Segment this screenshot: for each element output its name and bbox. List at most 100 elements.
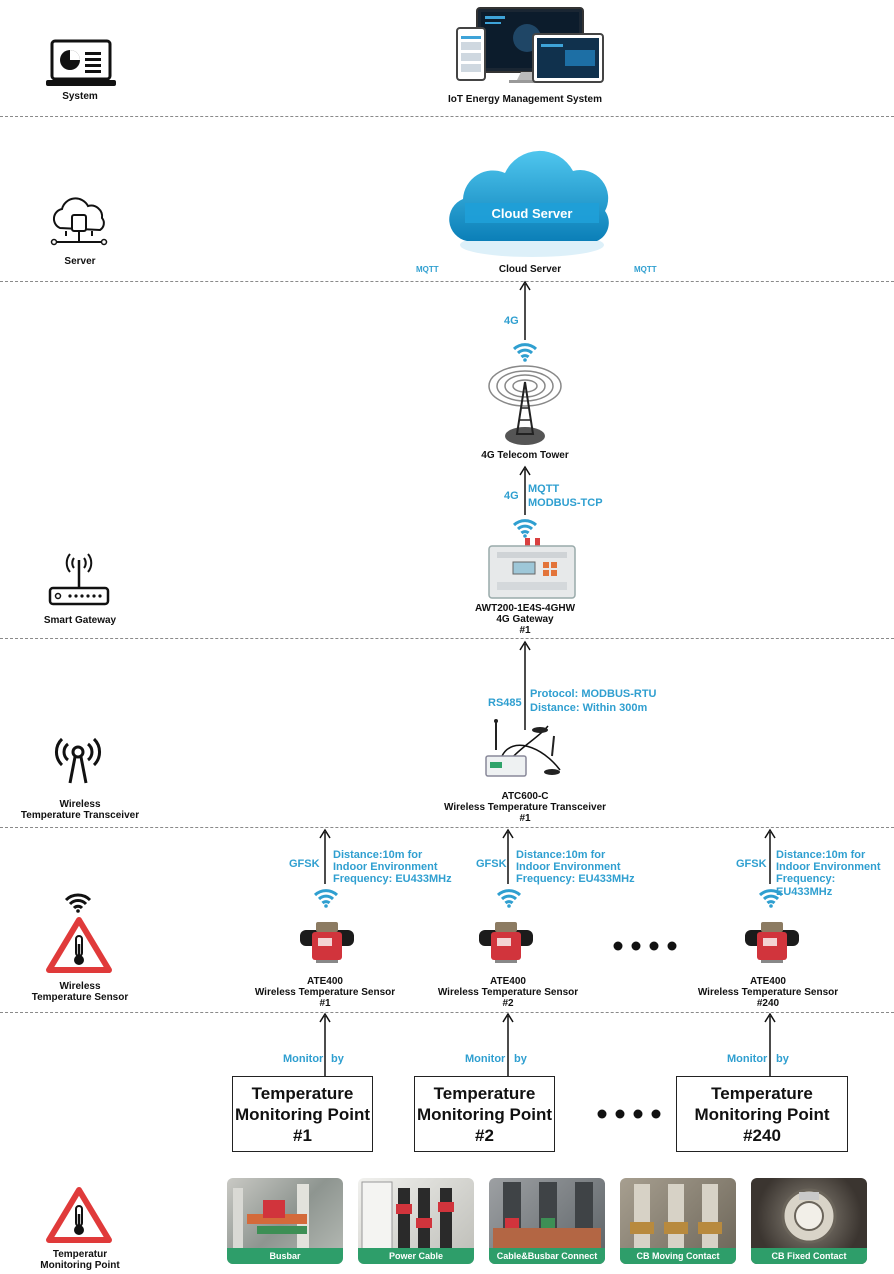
monitoring-point-line-3: #240	[743, 1125, 781, 1145]
link-arrow	[502, 828, 514, 884]
monitoring-point-line-2: Monitoring Point	[234, 1104, 371, 1124]
wifi-signal-icon	[496, 889, 522, 908]
divider-gateway	[0, 638, 894, 639]
sensor-3-caption-3: #240	[756, 998, 780, 1009]
layer-label-server: Server	[64, 256, 96, 267]
divider-server	[0, 281, 894, 282]
sensor-1-info-2: Indoor Environment	[333, 861, 438, 873]
transceiver-link-label: RS485	[488, 697, 522, 709]
dashboard-devices-image	[456, 7, 604, 83]
wifi-signal-icon	[512, 343, 538, 362]
divider-system	[0, 116, 894, 117]
temperature-sensor-image	[745, 922, 799, 963]
transceiver-caption-2: Wireless Temperature Transceiver	[443, 802, 607, 813]
computer-icon	[46, 39, 116, 86]
sensor-2-link-label: GFSK	[476, 858, 507, 870]
mqtt-right-label: MQTT	[634, 265, 657, 274]
photo-caption: Power Cable	[358, 1248, 474, 1264]
link-arrow	[319, 1012, 331, 1076]
monitoring-point-line-1: Temperature	[433, 1083, 536, 1103]
ellipsis-dots	[612, 940, 682, 952]
sensor-1-caption-2: Wireless Temperature Sensor	[254, 987, 396, 998]
gateway-link-label: 4G	[504, 490, 519, 502]
sensor-3-info-2: Indoor Environment	[776, 861, 881, 873]
layer-label-transceiver-1: Wireless	[59, 799, 101, 810]
sensor-3-caption-1: ATE400	[750, 976, 786, 987]
photo-cb-fixed-contact: CB Fixed Contact	[751, 1178, 867, 1264]
wifi-icon	[64, 893, 92, 913]
gateway-device-image	[488, 538, 576, 599]
transceiver-antenna-icon	[55, 737, 101, 784]
link-arrow	[319, 828, 331, 884]
sensor-3-info-3: Frequency: EU433MHz	[776, 873, 836, 898]
layer-label-transceiver-2: Temperature Transceiver	[20, 810, 140, 821]
monitor-label-3a: Monitor	[727, 1053, 768, 1065]
link-arrow	[764, 828, 776, 884]
gateway-caption-1: AWT200-1E4S-4GHW	[474, 603, 576, 614]
monitoring-point-line-1: Temperature	[711, 1083, 813, 1103]
temperature-sensor-image	[479, 922, 533, 963]
gateway-caption-2: 4G Gateway	[496, 614, 554, 625]
monitoring-point-line-3: #2	[475, 1125, 494, 1145]
telecom-tower-image	[488, 365, 562, 445]
layer-label-monitoring-2: Monitoring Point	[40, 1260, 120, 1271]
link-arrow	[519, 465, 531, 515]
cloud-server-caption: Cloud Server	[498, 264, 562, 275]
divider-transceiver	[0, 827, 894, 828]
transceiver-device-image	[485, 719, 561, 777]
sensor-3-info-1: Distance:10m for	[776, 849, 866, 861]
system-name: IoT Energy Management System	[448, 94, 602, 105]
monitoring-point-box-3: Temperature Monitoring Point #240	[676, 1076, 848, 1152]
sensor-3-link-label: GFSK	[736, 858, 767, 870]
monitor-label-2b: by	[514, 1053, 527, 1065]
photo-cb-moving-contact: CB Moving Contact	[620, 1178, 736, 1264]
photo-cable-busbar-connect: Cable&Busbar Connect	[489, 1178, 605, 1264]
transceiver-caption-3: #1	[519, 813, 531, 824]
sensor-2-caption-2: Wireless Temperature Sensor	[437, 987, 579, 998]
sensor-1-link-label: GFSK	[289, 858, 320, 870]
sensor-2-info-2: Indoor Environment	[516, 861, 621, 873]
layer-label-gateway: Smart Gateway	[43, 615, 117, 626]
sensor-2-caption-3: #2	[502, 998, 514, 1009]
layer-label-system: System	[62, 91, 98, 102]
cloud-badge-label: Cloud Server	[491, 206, 573, 221]
gateway-caption-3: #1	[519, 625, 531, 636]
temperature-sensor-image	[300, 922, 354, 963]
transceiver-caption-1: ATC600-C	[501, 791, 549, 802]
monitoring-point-line-2: Monitoring Point	[416, 1104, 553, 1124]
sensor-2-info-3: Frequency: EU433MHz	[516, 873, 635, 885]
link-arrow	[764, 1012, 776, 1076]
layer-label-sensor-2: Temperature Sensor	[31, 992, 129, 1003]
sensor-1-caption-1: ATE400	[307, 976, 343, 987]
sensor-3-caption-2: Wireless Temperature Sensor	[697, 987, 839, 998]
monitoring-point-line-1: Temperature	[251, 1083, 354, 1103]
transceiver-distance: Distance: Within 300m	[530, 702, 648, 714]
monitor-label-1a: Monitor	[283, 1053, 324, 1065]
sensor-2-info-1: Distance:10m for	[516, 849, 606, 861]
divider-sensor	[0, 1012, 894, 1013]
sensor-1-info-1: Distance:10m for	[333, 849, 423, 861]
monitoring-point-line-2: Monitoring Point	[694, 1104, 830, 1124]
wifi-signal-icon	[512, 519, 538, 538]
sensor-1-info-3: Frequency: EU433MHz	[333, 873, 452, 885]
router-icon	[48, 553, 110, 606]
wifi-signal-icon	[758, 889, 784, 908]
tower-link-label: 4G	[504, 315, 519, 327]
transceiver-protocol: Protocol: MODBUS-RTU	[530, 688, 657, 700]
photo-caption: CB Fixed Contact	[751, 1248, 867, 1264]
layer-label-monitoring-1: Temperatur	[52, 1249, 108, 1260]
photo-caption: Cable&Busbar Connect	[489, 1248, 605, 1264]
ellipsis-dots	[596, 1108, 666, 1120]
link-arrow	[519, 640, 531, 730]
sensor-2-caption-1: ATE400	[490, 976, 526, 987]
link-arrow	[502, 1012, 514, 1076]
photo-caption: Busbar	[227, 1248, 343, 1264]
gateway-protocol-2: MODBUS-TCP	[528, 497, 603, 509]
photo-busbar: Busbar	[227, 1178, 343, 1264]
wifi-signal-icon	[313, 889, 339, 908]
thermometer-warning-icon	[46, 917, 112, 973]
link-arrow	[519, 280, 531, 340]
mqtt-left-label: MQTT	[416, 265, 439, 274]
monitoring-point-line-3: #1	[293, 1125, 312, 1145]
tower-caption: 4G Telecom Tower	[481, 450, 569, 461]
